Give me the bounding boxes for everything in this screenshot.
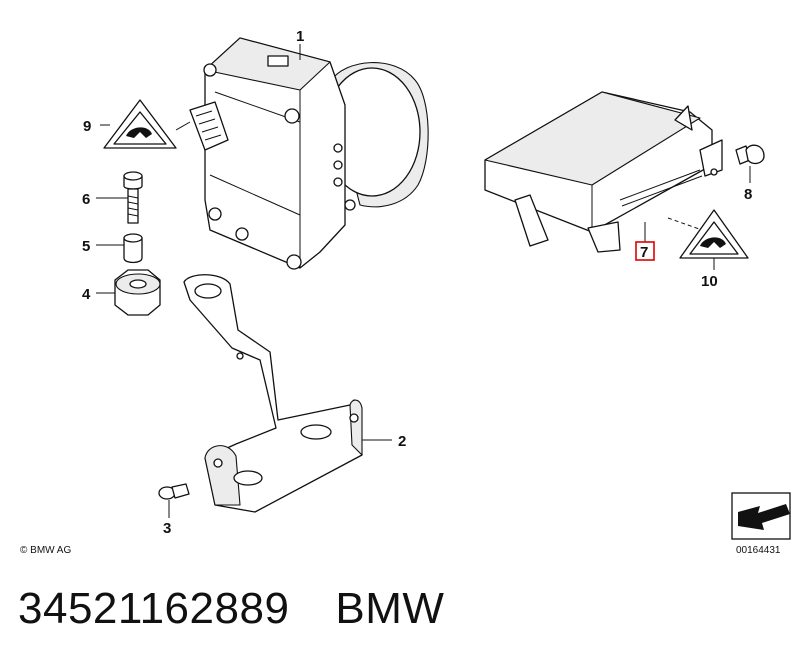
callout-9: 9: [83, 118, 91, 135]
part-number: 34521162889: [18, 584, 290, 633]
callout-7: 7: [640, 244, 648, 261]
parts-diagram: 1 2 3 4 5 6 7 8 9 10 © BMW AG 00164431: [20, 28, 791, 556]
image-number: 00164431: [736, 545, 781, 556]
warning-label-part-9[interactable]: [103, 99, 177, 149]
brand-name: BMW: [335, 584, 445, 633]
callout-6: 6: [82, 191, 90, 208]
part-footer: 34521162889 BMW: [18, 584, 444, 634]
hydraulic-unit-part-1[interactable]: [189, 37, 429, 270]
hand-warning-icon: [126, 127, 152, 138]
callout-2: 2: [398, 433, 406, 450]
copyright-text: © BMW AG: [20, 545, 71, 556]
callout-4: 4: [82, 286, 91, 303]
callout-10: 10: [701, 273, 718, 290]
orientation-arrow-box: [731, 492, 791, 540]
warning-label-part-10[interactable]: [679, 209, 749, 259]
sleeve-part-5[interactable]: [123, 233, 143, 264]
screw-part-6[interactable]: [123, 171, 143, 224]
control-unit-part-7[interactable]: [484, 91, 723, 253]
callout-5: 5: [82, 238, 90, 255]
callout-3: 3: [163, 520, 171, 537]
hand-warning-icon: [700, 237, 726, 248]
arrow-icon: [738, 504, 790, 530]
bracket-part-2[interactable]: [183, 274, 363, 513]
callout-1: 1: [296, 28, 304, 45]
callout-8: 8: [744, 186, 752, 203]
highlight-box-7: [635, 241, 655, 261]
rubber-mount-part-4[interactable]: [114, 269, 161, 316]
bolt-part-3[interactable]: [158, 483, 190, 500]
screw-part-8[interactable]: [735, 144, 765, 165]
